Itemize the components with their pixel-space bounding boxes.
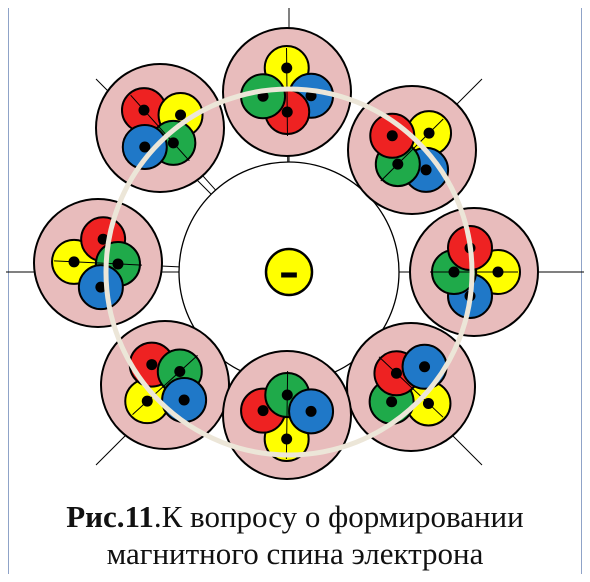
quark-core-dot [420,164,432,176]
quark-cluster [222,27,352,157]
quark-cluster [33,198,163,328]
quark-core-dot [146,359,158,371]
quark-core-dot [95,281,107,293]
electron-diagram: – [6,8,584,480]
quark-cluster [347,85,477,215]
figure-caption: Рис.11.К вопросу о формировании магнитно… [0,498,590,572]
quark-cluster [95,63,225,193]
quark-core-dot [386,396,398,408]
quark-core-dot [175,109,187,121]
quark-cluster [222,350,352,480]
cluster-axis-line [130,94,190,162]
cluster-axis-line [54,260,142,266]
cluster-axis-line [286,47,288,137]
quark-core-dot [419,361,431,373]
caption-line-1: Рис.11.К вопросу о формировании [0,498,590,535]
caption-line-2: магнитного спина электрона [106,536,484,571]
outer-ring [103,86,475,458]
quark-core-dot [178,394,190,406]
quark-core-dot [305,405,317,417]
caption-label: Рис.11 [66,499,154,534]
cluster-axis-line [285,370,289,460]
quark-core-dot [386,130,398,142]
cluster-axis-line [132,354,198,416]
quark-core-dot [97,233,109,245]
figure-frame [8,8,582,574]
quark-core-dot [257,405,269,417]
quark-core-dot [139,141,151,153]
caption-text-1: .К вопросу о формировании [153,499,524,534]
center-charge: – [264,247,314,297]
cluster-axis-line [380,118,444,182]
center-charge-circle [264,247,314,297]
cluster-axis-line [378,356,444,418]
center-minus-sign: – [279,250,299,296]
